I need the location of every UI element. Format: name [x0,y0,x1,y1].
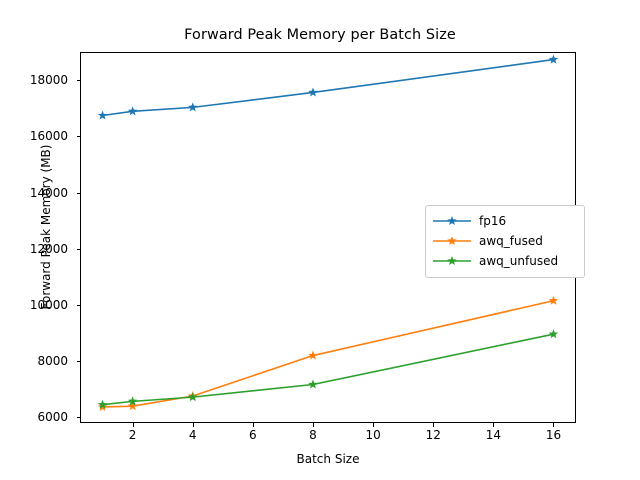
y-tick-mark [76,136,80,138]
x-tick-label: 4 [188,428,197,442]
x-tick-label: 12 [425,428,441,442]
x-tick-label: 16 [545,428,562,442]
legend-label: awq_unfused [479,254,559,268]
y-tick-mark [76,80,80,82]
y-tick-mark [76,304,80,306]
legend-item-fp16[interactable]: fp16 [432,211,578,231]
x-tick-label: 6 [249,428,257,442]
x-tick-mark [493,423,495,427]
x-tick-mark [192,423,194,427]
legend-item-awq-unfused[interactable]: awq_unfused [432,251,578,271]
x-axis-label: Batch Size [296,452,360,466]
x-tick-label: 10 [365,428,381,442]
legend[interactable]: fp16 awq_fused awq_unfused [425,205,585,278]
y-tick-label: 8000 [37,354,68,369]
y-tick-mark [76,417,80,419]
y-tick-label: 16000 [29,129,68,144]
y-axis-label: Forward Peak Memory (MB) [39,144,53,310]
x-tick-label: 14 [485,428,501,442]
legend-item-awq-fused[interactable]: awq_fused [432,231,578,251]
x-tick-mark [553,423,555,427]
x-tick-mark [433,423,435,427]
legend-label: awq_fused [479,234,543,248]
y-tick-label: 6000 [37,410,68,425]
y-tick-label: 18000 [29,73,68,88]
legend-label: fp16 [479,214,507,228]
y-tick-label: 10000 [29,297,68,312]
x-tick-label: 2 [128,428,137,442]
x-tick-mark [312,423,314,427]
x-tick-mark [132,423,134,427]
y-tick-label: 12000 [29,241,68,256]
page-title: Forward Peak Memory per Batch Size [184,27,456,43]
y-tick-label: 14000 [29,185,68,200]
x-tick-mark [252,423,254,427]
y-tick-mark [76,248,80,250]
legend-swatch-line-marker [433,256,471,266]
y-tick-mark [76,192,80,194]
legend-swatch-line-marker [433,236,471,246]
legend-swatch-line-marker [433,216,471,226]
x-tick-mark [373,423,375,427]
y-tick-mark [76,361,80,363]
x-tick-label: 8 [309,428,317,442]
